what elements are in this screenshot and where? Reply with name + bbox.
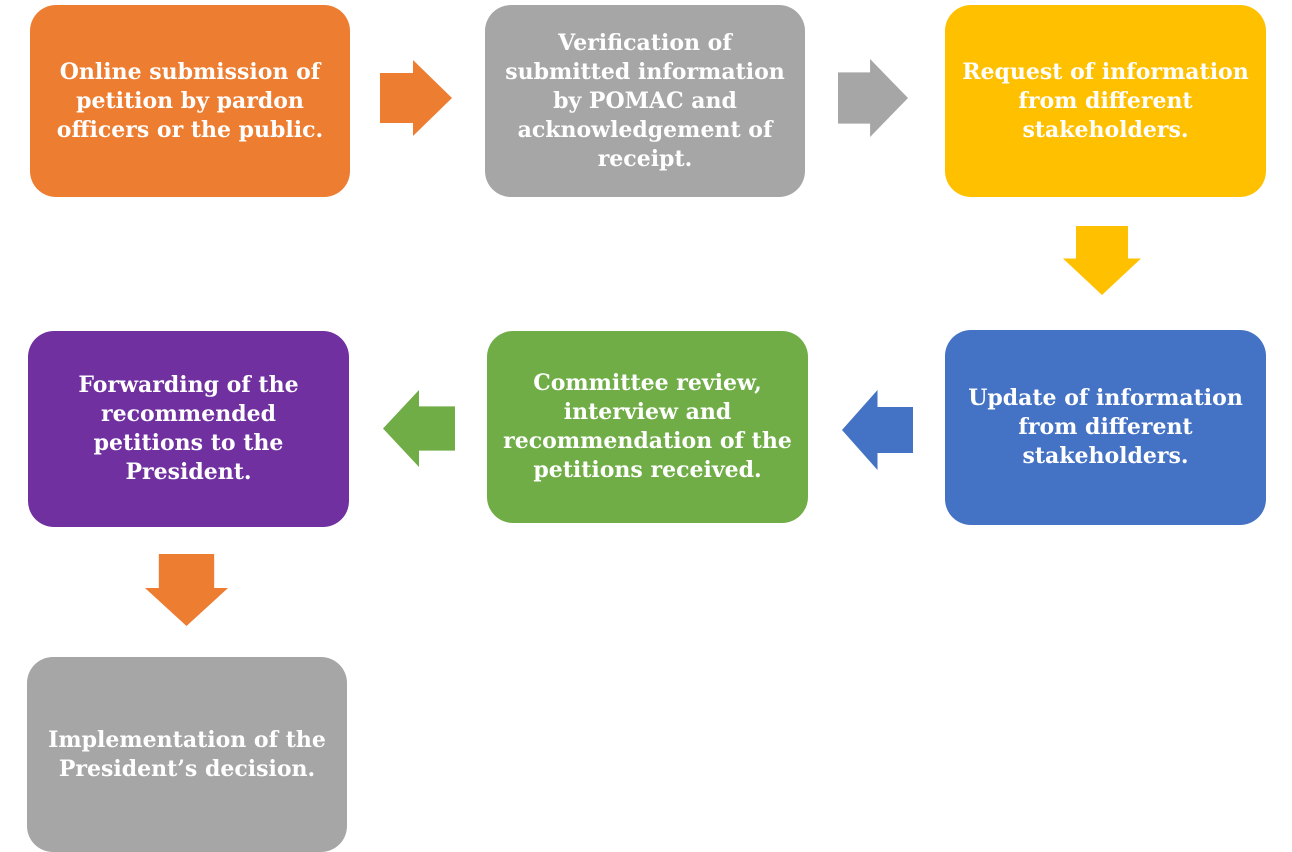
connector-forwarding-to-implementation	[145, 554, 228, 626]
flow-step-verification: Verification of submitted information by…	[485, 5, 805, 197]
step-label-committee-review: Committee review, interview and recommen…	[503, 370, 792, 483]
step-label-online-submission: Online submission of petition by pardon …	[56, 58, 324, 143]
arrow-left-icon	[842, 390, 913, 470]
connector-update-to-committee	[842, 390, 913, 470]
connector-committee-to-forwarding	[383, 390, 455, 467]
arrow-right-icon	[838, 59, 908, 137]
step-label-update-information: Update of information from different sta…	[968, 385, 1243, 469]
flow-step-implementation: Implementation of the President’s decisi…	[27, 657, 347, 852]
connector-verification-to-request	[838, 59, 908, 137]
step-label-request-information: Request of information from different st…	[962, 58, 1249, 143]
flow-step-request-information: Request of information from different st…	[945, 5, 1266, 197]
connector-request-to-update	[1063, 226, 1141, 295]
flow-step-update-information: Update of information from different sta…	[945, 330, 1266, 525]
flow-step-committee-review: Committee review, interview and recommen…	[487, 331, 808, 523]
step-label-forwarding-president: Forwarding of the recommended petitions …	[78, 372, 299, 485]
flow-step-online-submission: Online submission of petition by pardon …	[30, 5, 350, 197]
arrow-down-icon	[1063, 226, 1141, 295]
connector-online-to-verification	[380, 60, 452, 136]
arrow-right-icon	[380, 60, 452, 136]
flowchart-canvas: Online submission of petition by pardon …	[27, 5, 1266, 852]
step-label-verification: Verification of submitted information by…	[505, 29, 785, 172]
flow-step-forwarding-president: Forwarding of the recommended petitions …	[28, 331, 349, 527]
arrow-down-icon	[145, 554, 228, 626]
step-label-implementation: Implementation of the President’s decisi…	[48, 726, 326, 782]
arrow-left-icon	[383, 390, 455, 467]
